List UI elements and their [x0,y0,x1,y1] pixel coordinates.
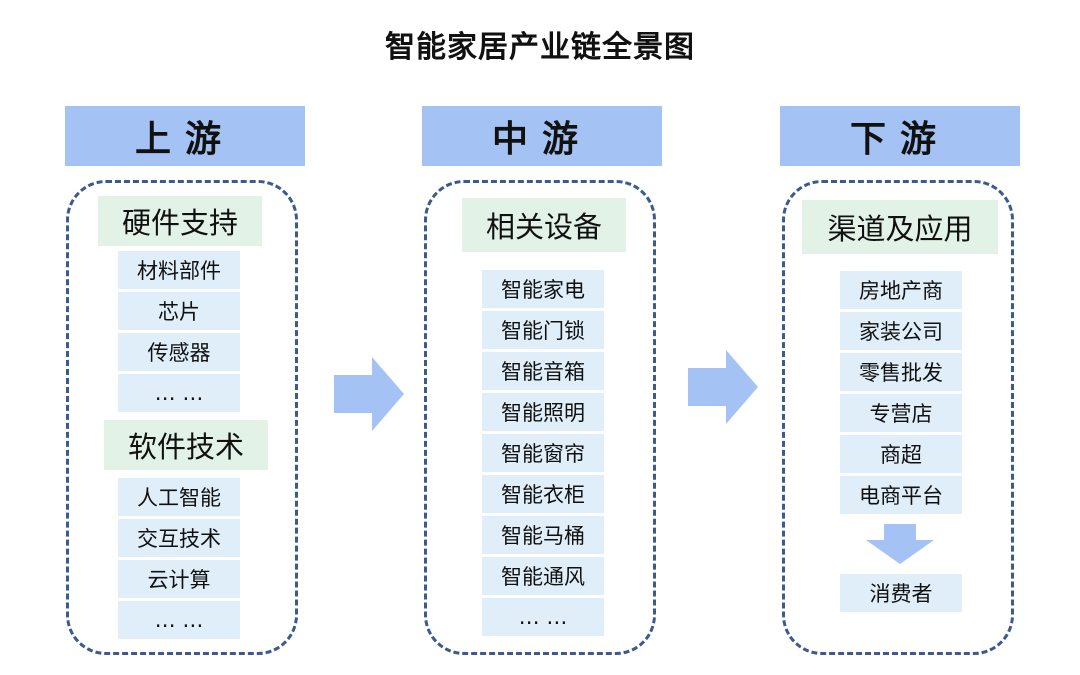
list-item: 智能音箱 [482,352,604,390]
list-item: 智能衣柜 [482,475,604,513]
header-downstream: 下游 [780,106,1020,166]
list-item: 材料部件 [118,251,240,289]
list-item: 传感器 [118,333,240,371]
list-item: 智能马桶 [482,516,604,554]
list-item: 智能门锁 [482,311,604,349]
list-item: 智能通风 [482,557,604,595]
category-devices: 相关设备 [462,198,626,252]
panel-upstream [66,180,298,655]
list-item: 交互技术 [118,519,240,557]
category-software: 软件技术 [104,420,268,470]
diagram-title: 智能家居产业链全景图 [385,30,695,65]
right-arrow-icon [334,357,404,431]
list-item: 智能家电 [482,270,604,308]
panel-midstream [424,180,656,655]
list-item: 商超 [840,435,962,473]
consumer-box: 消费者 [840,574,962,612]
list-item: … … [482,598,604,636]
list-item: 电商平台 [840,476,962,514]
down-arrow-icon [866,524,934,564]
header-upstream: 上游 [65,106,305,166]
list-item: 房地产商 [840,271,962,309]
list-item: 人工智能 [118,478,240,516]
list-item: 家装公司 [840,312,962,350]
category-channels: 渠道及应用 [802,200,998,254]
panel-downstream [782,180,1014,655]
category-hardware: 硬件支持 [98,196,262,246]
list-item: 专营店 [840,394,962,432]
list-item: … … [118,601,240,639]
list-item: 云计算 [118,560,240,598]
list-item: 智能窗帘 [482,434,604,472]
header-midstream: 中游 [422,106,662,166]
list-item: … … [118,374,240,412]
right-arrow-icon [688,350,758,424]
list-item: 零售批发 [840,353,962,391]
list-item: 芯片 [118,292,240,330]
list-item: 智能照明 [482,393,604,431]
